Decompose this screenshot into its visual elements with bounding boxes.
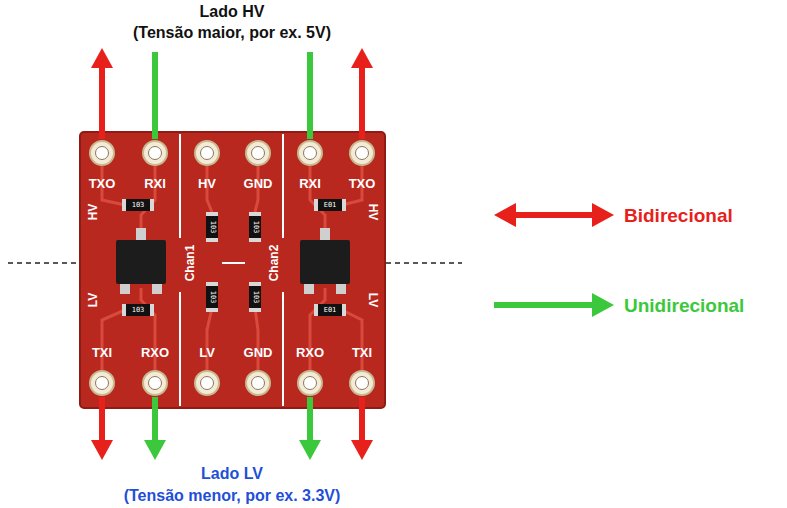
resistor-code: E01 [324, 202, 337, 209]
legend-text: Unidirecional [624, 296, 744, 315]
side-marking: HV [367, 204, 379, 221]
resistor-code: 103 [252, 291, 259, 304]
pin-name: LV [199, 346, 215, 359]
divider-line [8, 262, 80, 264]
pin-name: TXI [92, 346, 112, 359]
pin-name: GND [244, 177, 273, 190]
resistor-code: 103 [209, 291, 216, 304]
side-heading: Lado HV [200, 4, 265, 20]
pcb-board [80, 132, 385, 408]
resistor-code: E01 [324, 307, 337, 314]
pin-name: HV [198, 177, 216, 190]
resistor-code: 103 [132, 307, 145, 314]
legend-arrow [494, 203, 614, 317]
side-marking: HV [87, 204, 99, 221]
mosfet-symbol [116, 228, 350, 294]
signal-arrow [91, 48, 373, 460]
divider-line [386, 262, 462, 264]
resistor-symbol [122, 199, 346, 316]
pin-pads [90, 141, 374, 395]
pin-name: TXO [349, 177, 376, 190]
silk-separator [180, 134, 283, 406]
pin-name: RXI [144, 177, 166, 190]
resistor-code: 103 [209, 221, 216, 234]
resistor-code: 103 [252, 221, 259, 234]
side-subheading: (Tensão maior, por ex. 5V) [133, 25, 331, 41]
resistor-code: 103 [132, 202, 145, 209]
pin-name: RXI [299, 177, 321, 190]
legend-text: Bidirecional [624, 206, 733, 225]
side-marking: LV [367, 293, 379, 307]
pin-name: RXO [141, 346, 169, 359]
channel-name: Chan1 [184, 245, 196, 282]
pin-name: GND [244, 346, 273, 359]
side-heading: Lado LV [201, 466, 263, 482]
pin-name: TXI [352, 346, 372, 359]
pin-name: TXO [89, 177, 116, 190]
pin-name: RXO [296, 346, 324, 359]
side-subheading: (Tensão menor, por ex. 3.3V) [124, 488, 341, 504]
side-marking: LV [87, 293, 99, 307]
channel-name: Chan2 [268, 245, 280, 282]
pcb-traces [102, 166, 362, 370]
pin-holes [96, 147, 369, 390]
